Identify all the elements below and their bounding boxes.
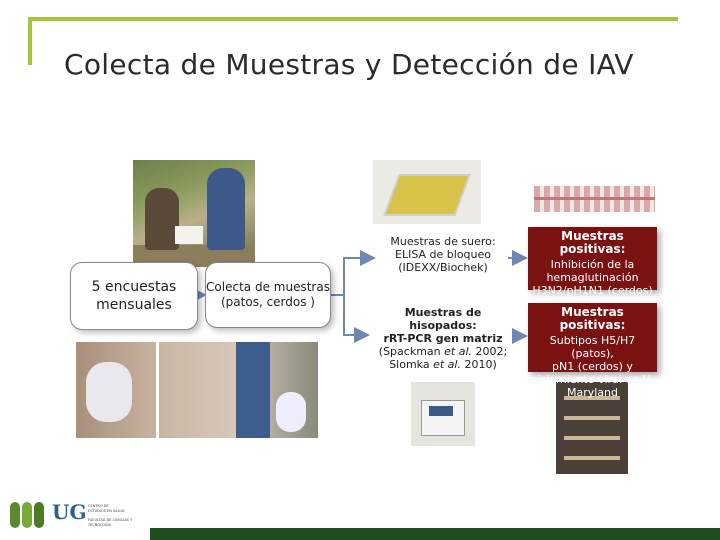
logo-text-3: FACULTAD DE CIENCIAS Y bbox=[88, 518, 133, 522]
logo-letters: UG bbox=[52, 500, 87, 524]
field-survey-photo bbox=[133, 160, 255, 267]
swab-line-1: Muestras de bbox=[404, 306, 482, 319]
serum-line-3: (IDEXX/Biochek) bbox=[398, 261, 488, 274]
serum-line-1: Muestras de suero: bbox=[390, 235, 496, 248]
sample-collection-box: Colecta de muestras (patos, cerdos ) bbox=[205, 262, 331, 328]
positive-samples-box-1: Muestras positivas: Inhibición de la hem… bbox=[528, 227, 657, 297]
positive2-line-2: pN1 (cerdos) y bbox=[552, 360, 633, 373]
logo-text-2: ESTUDIOS EN SALUD bbox=[88, 509, 125, 513]
positive2-line-3: aislamiento viral en U. bbox=[530, 373, 655, 386]
positive2-line-1: Subtipos H5/H7 (patos), bbox=[549, 334, 636, 360]
swab-line-5: Slomka et al. 2010) bbox=[389, 358, 497, 371]
incubator-photo bbox=[556, 382, 628, 474]
logo-text-4: TECNOLOGÍA bbox=[88, 523, 111, 527]
collect-line-2: (patos, cerdos ) bbox=[221, 295, 315, 309]
university-logo: UG CENTRO DE ESTUDIOS EN SALUD FACULTAD … bbox=[8, 496, 148, 536]
elisa-plate-photo bbox=[373, 160, 481, 224]
arrow-to-serum bbox=[329, 250, 376, 296]
serum-samples-text: Muestras de suero: ELISA de bloqueo (IDE… bbox=[378, 235, 508, 274]
swab-samples-text: Muestras de hisopados: rRT-PCR gen matri… bbox=[370, 306, 516, 371]
survey-line-2: mensuales bbox=[96, 297, 172, 313]
positive1-line-2: hemaglutinación bbox=[546, 271, 639, 284]
positive1-heading: Muestras positivas: bbox=[559, 229, 626, 256]
frame-left-line bbox=[28, 17, 32, 65]
arrow-to-swab bbox=[343, 295, 370, 343]
swab-line-3: rRT-PCR gen matriz bbox=[383, 332, 503, 345]
swab-line-2: hisopados: bbox=[409, 319, 477, 332]
pcr-machine-photo bbox=[411, 382, 475, 446]
swab-line-4: (Spackman et al. 2002; bbox=[378, 345, 508, 358]
hemagglutination-plate-photo bbox=[534, 186, 655, 212]
frame-top-line bbox=[28, 17, 678, 21]
serum-line-2: ELISA de bloqueo bbox=[395, 248, 491, 261]
survey-box: 5 encuestas mensuales bbox=[70, 262, 198, 330]
survey-line-1: 5 encuestas bbox=[91, 279, 177, 295]
footer-bar bbox=[150, 528, 720, 540]
slide-title: Colecta de Muestras y Detección de IAV bbox=[64, 48, 634, 81]
positive2-heading: Muestras positivas: bbox=[559, 305, 626, 332]
pig-sampling-photo bbox=[76, 342, 318, 438]
positive1-line-3: H3N2/pH1N1 (cerdos) bbox=[532, 284, 653, 297]
positive2-line-4: Maryland bbox=[566, 386, 618, 399]
positive-samples-box-2: Muestras positivas: Subtipos H5/H7 (pato… bbox=[528, 303, 657, 399]
collect-line-1: Colecta de muestras bbox=[206, 280, 330, 294]
positive1-line-1: Inhibición de la bbox=[550, 258, 635, 271]
logo-text-1: CENTRO DE bbox=[88, 504, 109, 508]
